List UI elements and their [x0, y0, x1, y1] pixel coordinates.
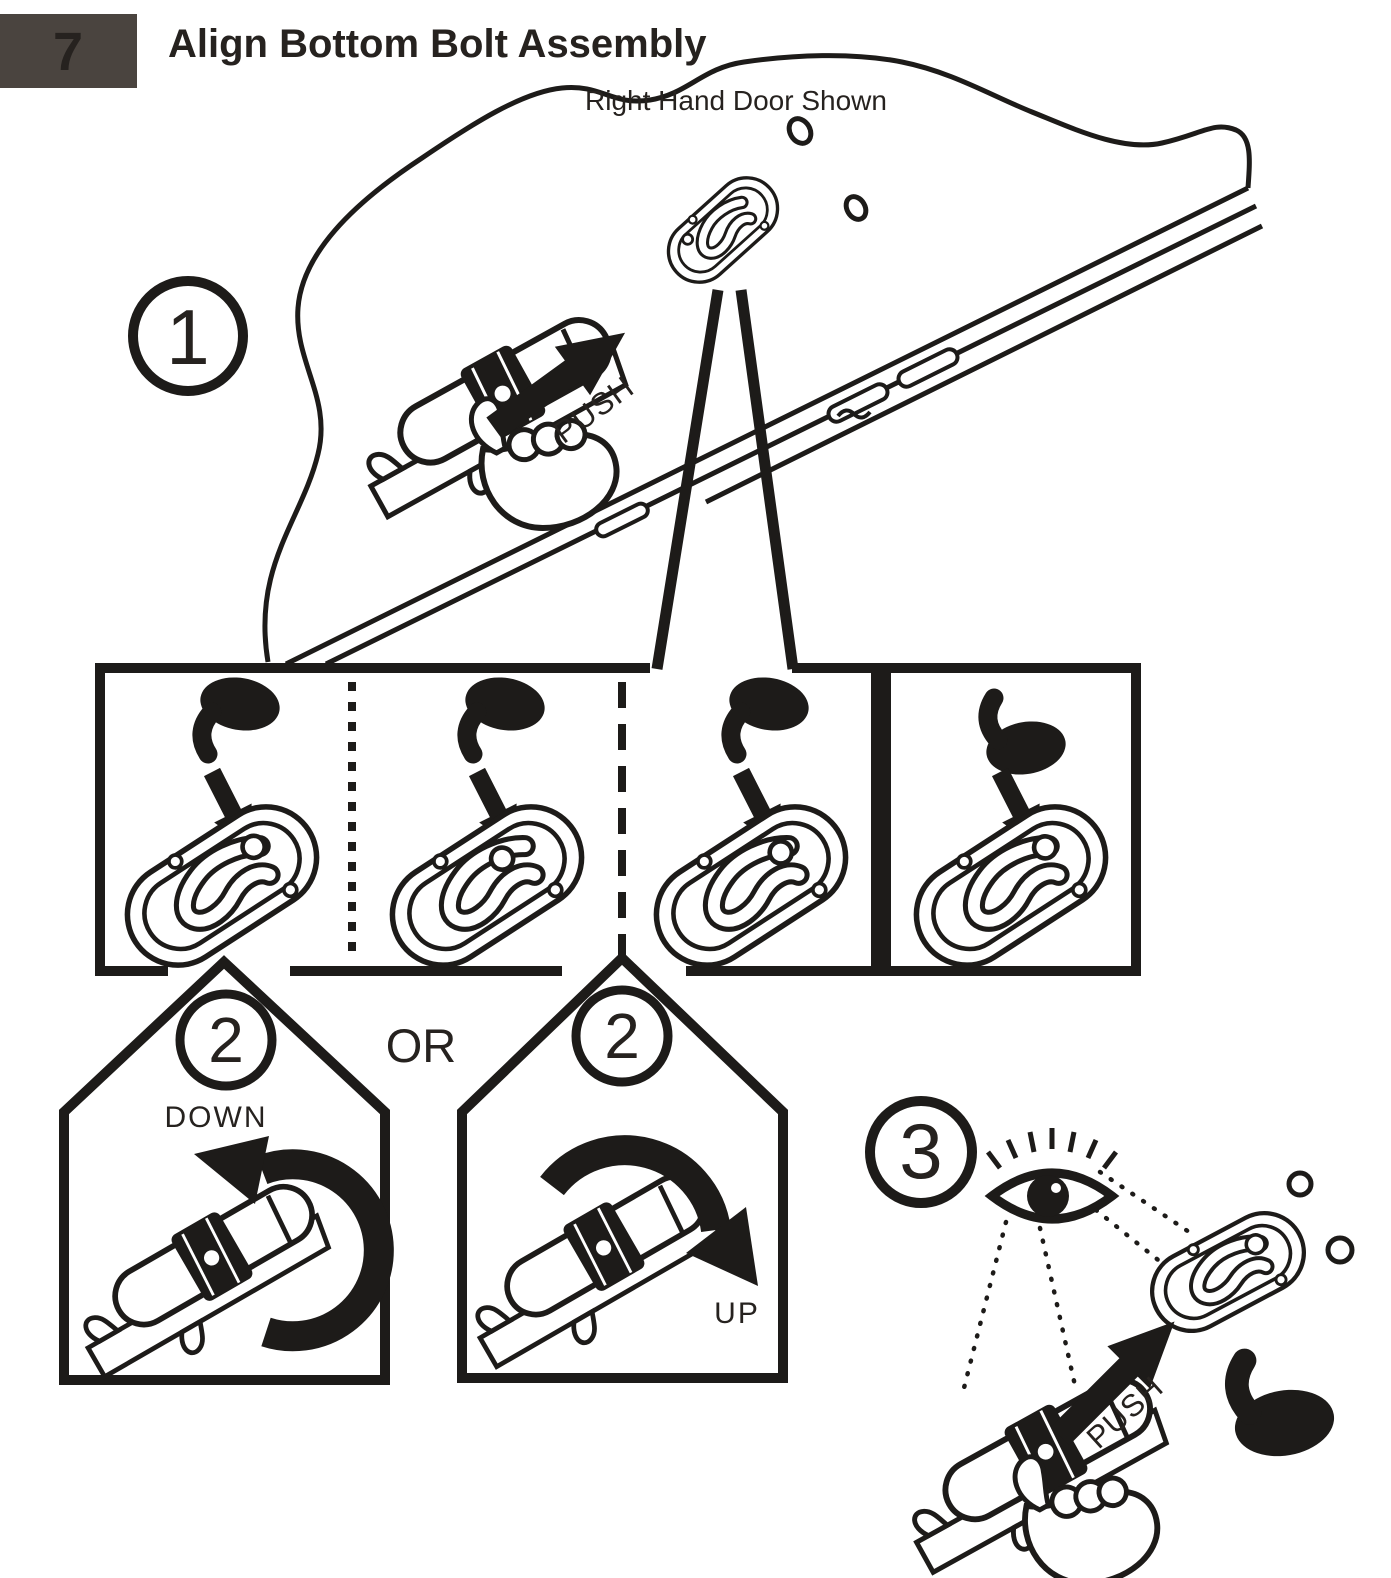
panel-3-incorrect: [636, 671, 865, 984]
step-2-up-callout: 2 UP: [453, 951, 788, 1388]
callout-pointer: [651, 289, 799, 670]
rotate-up-arrowhead: [686, 1207, 758, 1286]
thumbs-down-icon: [725, 671, 813, 754]
bolt-keeper-icon: [107, 786, 336, 985]
thumbs-up-icon: [1230, 1361, 1340, 1464]
step-2-circle: [571, 985, 673, 1087]
rotate-down-arrowhead: [194, 1136, 269, 1204]
thumbs-down-icon: [196, 671, 284, 754]
step-2-circle: [175, 989, 277, 1091]
bolt-assembly-icon: [61, 1168, 346, 1397]
eye-icon: [984, 1128, 1120, 1224]
correct-border: [881, 663, 1141, 976]
step-3-number: 3: [899, 1107, 942, 1195]
thumbs-up-icon: [982, 698, 1070, 781]
door-note: Right Hand Door Shown: [585, 85, 887, 116]
panel-4-correct: [896, 698, 1125, 985]
correct-panel-box: [881, 663, 1141, 985]
step-number-box: [0, 14, 137, 88]
torn-edge-outline: [262, 53, 1252, 663]
bolt-pin: [488, 845, 516, 872]
thumbs-down-icon: [461, 671, 549, 754]
callout-outline: [59, 955, 390, 1385]
step-number: 7: [53, 22, 83, 82]
screw-hole-icon: [1325, 1235, 1355, 1265]
bolt-pin: [240, 833, 267, 861]
bolt-pin: [1244, 1233, 1267, 1256]
page-title: Align Bottom Bolt Assembly: [168, 22, 707, 66]
header: 7 Align Bottom Bolt Assembly: [0, 14, 707, 88]
door-bottom-slots: [594, 347, 960, 539]
panel-2-incorrect: [372, 671, 601, 984]
or-label: OR: [386, 1019, 457, 1072]
bolt-pin: [767, 839, 795, 866]
screw-hole-icon: [1286, 1170, 1314, 1198]
bolt-keeper-icon: [1138, 1198, 1318, 1345]
step-1: 1 PUSH: [128, 276, 678, 601]
panel-1-incorrect: [107, 671, 336, 984]
bolt-keeper-icon: [896, 786, 1125, 985]
bolt-keeper-icon: [655, 164, 790, 295]
step-1-circle: [128, 276, 248, 396]
down-label: DOWN: [165, 1101, 268, 1134]
comparison-box: [95, 663, 881, 985]
callout-outline: [457, 951, 788, 1383]
step-2-number: 2: [208, 1004, 244, 1076]
up-label: UP: [714, 1297, 760, 1330]
bolt-pin: [1031, 834, 1059, 861]
step-1-number: 1: [166, 293, 209, 381]
step-3: 3 PUSH: [865, 1096, 1355, 1578]
step-3-circle: [865, 1096, 977, 1208]
sight-lines: [961, 1169, 1195, 1393]
bolt-keeper-icon: [372, 786, 601, 985]
screw-hole-icon: [843, 194, 869, 222]
door-illustration: Right Hand Door Shown: [262, 53, 1264, 667]
bolt-keeper-icon: [636, 786, 865, 985]
eye-lashes: [986, 1128, 1118, 1170]
step-2-down-callout: 2 DOWN: [59, 955, 394, 1398]
rotate-up-arrow-icon: [540, 1135, 731, 1233]
step-2-number: 2: [604, 1000, 640, 1072]
screw-hole-icon: [786, 116, 814, 146]
rotate-down-arrow-icon: [256, 1149, 394, 1352]
door-bottom-edge: [284, 185, 1264, 667]
comparison-border: [95, 663, 881, 976]
